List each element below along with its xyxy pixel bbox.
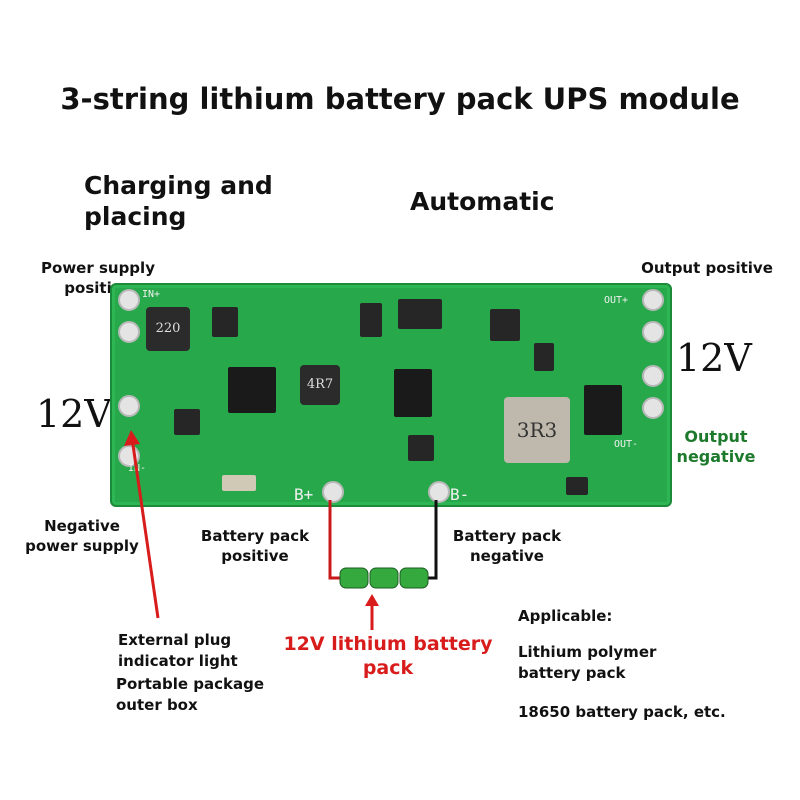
ic-u1 xyxy=(228,367,276,413)
pad-out-plus-2 xyxy=(642,321,664,343)
indicator-arrow-line xyxy=(130,437,160,619)
transistor-q1 xyxy=(174,409,200,435)
battery-cell xyxy=(339,567,369,589)
applicable-heading: Applicable: xyxy=(518,607,613,625)
label-battery-pack-positive: Battery pack positive xyxy=(200,527,310,565)
battery-cell xyxy=(369,567,399,589)
diode-ss54 xyxy=(360,303,382,337)
applicable-item: 18650 battery pack, etc. xyxy=(518,703,726,721)
page-title: 3-string lithium battery pack UPS module xyxy=(60,82,740,116)
capacitor-c5 xyxy=(222,475,256,491)
ic-u3 xyxy=(584,385,622,435)
label-input-voltage: 12V xyxy=(36,392,112,436)
pad-in-plus xyxy=(118,289,140,311)
silk-b-plus: B+ xyxy=(294,485,314,504)
inductor-220: 220 xyxy=(146,307,190,351)
applicable-item: Lithium polymer battery pack xyxy=(518,643,657,682)
battery-cell xyxy=(399,567,429,589)
pad-out-minus-2 xyxy=(642,397,664,419)
pad-in-minus xyxy=(118,395,140,417)
pad-b-minus xyxy=(428,481,450,503)
ic-u2 xyxy=(394,369,432,417)
silk-in-plus: IN+ xyxy=(142,289,161,300)
transistor-q xyxy=(490,309,520,341)
transistor-q5 xyxy=(566,477,588,495)
label-output-positive: Output positive xyxy=(641,259,773,277)
diode-d1 xyxy=(212,307,238,337)
transistor-q4 xyxy=(408,435,434,461)
label-output-negative: Output negative xyxy=(676,427,756,466)
silk-b-minus: B- xyxy=(450,485,470,504)
battery-arrow-head xyxy=(365,594,379,606)
diode-d4 xyxy=(534,343,554,371)
indicator-arrow-head xyxy=(124,430,140,446)
label-external-plug: External plug indicator light xyxy=(118,631,238,670)
diode-ss54-2 xyxy=(398,299,442,329)
label-portable-package: Portable package outer box xyxy=(116,675,265,714)
label-battery-pack-negative: Battery pack negative xyxy=(452,527,562,565)
pad-in-plus-2 xyxy=(118,321,140,343)
silk-out-plus: OUT+ xyxy=(604,295,629,306)
pad-out-minus xyxy=(642,365,664,387)
label-battery-pack-12v: 12V lithium battery pack xyxy=(283,633,493,679)
label-negative-power-supply: Negative power supply xyxy=(25,517,139,555)
pcb-board: 220 4R7 3R3 IN+ IN- OUT+ OUT- B+ B- xyxy=(110,283,672,507)
silk-out-minus: OUT- xyxy=(614,439,639,450)
inductor-3r3: 3R3 xyxy=(504,397,570,463)
battery-positive-wire xyxy=(328,500,340,580)
pad-b-plus xyxy=(322,481,344,503)
heading-automatic: Automatic xyxy=(410,187,555,216)
label-output-voltage: 12V xyxy=(676,336,752,380)
battery-negative-wire xyxy=(428,500,438,580)
pad-out-plus xyxy=(642,289,664,311)
inductor-4r7: 4R7 xyxy=(300,365,340,405)
heading-charging: Charging and placing xyxy=(84,171,273,231)
